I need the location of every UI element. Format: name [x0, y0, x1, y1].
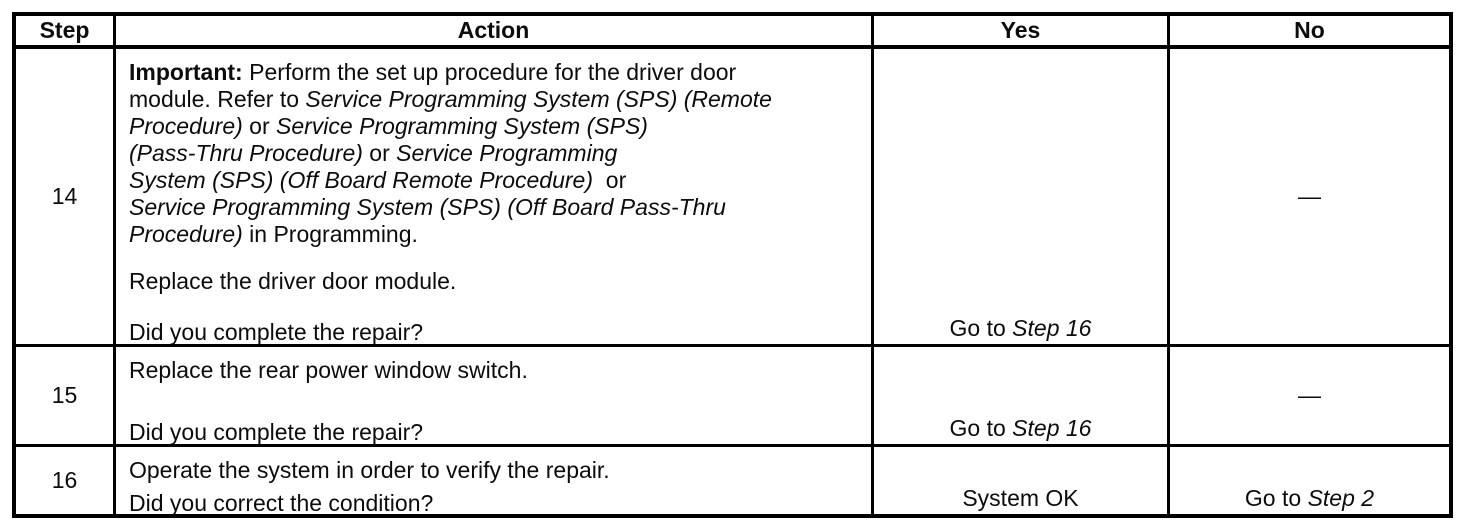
- text-segment: or: [362, 140, 397, 166]
- text-segment: module. Refer to: [129, 86, 306, 112]
- reference-title: Service Programming System (SPS) (Remote: [305, 86, 772, 112]
- reference-title: Procedure): [129, 113, 243, 139]
- text-segment: Go to: [1244, 485, 1308, 511]
- action-instruction: Replace the driver door module.: [129, 268, 457, 294]
- header-label-no: No: [1294, 17, 1325, 43]
- yes-15-cell: Go to Step 16: [874, 347, 1170, 447]
- yes-16-cell: System OK: [874, 447, 1170, 514]
- reference-title: Procedure): [129, 221, 243, 247]
- text-segment: in Programming.: [242, 221, 418, 247]
- action-line: Service Programming System (SPS) (Off Bo…: [129, 194, 863, 221]
- yes-answer: Go to Step 16: [950, 315, 1092, 342]
- step-reference: Step 16: [1012, 315, 1092, 341]
- no-14-cell: —: [1170, 49, 1449, 347]
- header-cell-no: No: [1170, 16, 1449, 49]
- action-line: Important: Perform the set up procedure …: [129, 59, 863, 86]
- step-16-cell: 16: [16, 447, 116, 514]
- action-14-cell: Important: Perform the set up procedure …: [116, 49, 874, 347]
- text-segment: Go to: [949, 315, 1013, 341]
- action-instruction: Replace the rear power window switch.: [129, 357, 528, 383]
- action-line: Procedure) or Service Programming System…: [129, 113, 863, 140]
- reference-title: (Pass-Thru Procedure): [129, 140, 363, 166]
- header-cell-action: Action: [116, 16, 874, 49]
- action-15-cell: Replace the rear power window switch. Di…: [116, 347, 874, 447]
- action-line: System (SPS) (Off Board Remote Procedure…: [129, 167, 863, 194]
- action-question: Did you complete the repair?: [129, 419, 424, 445]
- text-segment: Go to: [949, 415, 1013, 441]
- reference-title: Service Programming System (SPS): [276, 113, 648, 139]
- text-segment: or: [593, 167, 627, 193]
- action-paragraph: Important: Perform the set up procedure …: [129, 59, 863, 248]
- header-label-step: Step: [39, 17, 90, 43]
- header-cell-yes: Yes: [874, 16, 1170, 49]
- action-line: Procedure) in Programming.: [129, 221, 863, 248]
- no-15-cell: —: [1170, 347, 1449, 447]
- action-line: module. Refer to Service Programming Sys…: [129, 86, 863, 113]
- no-answer: Go to Step 2: [1245, 485, 1374, 512]
- action-instruction: Operate the system in order to verify th…: [129, 457, 610, 483]
- reference-title: Service Programming System (SPS) (Off Bo…: [129, 194, 726, 220]
- yes-answer: System OK: [962, 485, 1079, 511]
- no-16-cell: Go to Step 2: [1170, 447, 1449, 514]
- step-number: 14: [51, 183, 78, 209]
- text-segment: or: [242, 113, 277, 139]
- reference-title: System (SPS) (Off Board Remote Procedure…: [129, 167, 593, 193]
- diagnostic-table: Step Action Yes No 14 Important: Perform…: [12, 12, 1453, 518]
- header-cell-step: Step: [16, 16, 116, 49]
- action-question: Did you correct the condition?: [129, 490, 434, 514]
- header-label-yes: Yes: [1000, 17, 1041, 43]
- important-label: Important:: [129, 59, 243, 85]
- step-number: 15: [51, 382, 78, 408]
- dash: —: [1298, 183, 1321, 209]
- header-label-action: Action: [457, 17, 530, 43]
- action-line: (Pass-Thru Procedure) or Service Program…: [129, 140, 863, 167]
- reference-title: Service Programming: [396, 140, 618, 166]
- step-14-cell: 14: [16, 49, 116, 347]
- step-15-cell: 15: [16, 347, 116, 447]
- yes-answer: Go to Step 16: [950, 415, 1092, 442]
- action-question: Did you complete the repair?: [129, 319, 424, 345]
- action-16-cell: Operate the system in order to verify th…: [116, 447, 874, 514]
- dash: —: [1298, 382, 1321, 408]
- yes-14-cell: Go to Step 16: [874, 49, 1170, 347]
- step-reference: Step 16: [1012, 415, 1092, 441]
- step-reference: Step 2: [1307, 485, 1375, 511]
- text-segment: Perform the set up procedure for the dri…: [242, 59, 737, 85]
- step-number: 16: [51, 467, 78, 493]
